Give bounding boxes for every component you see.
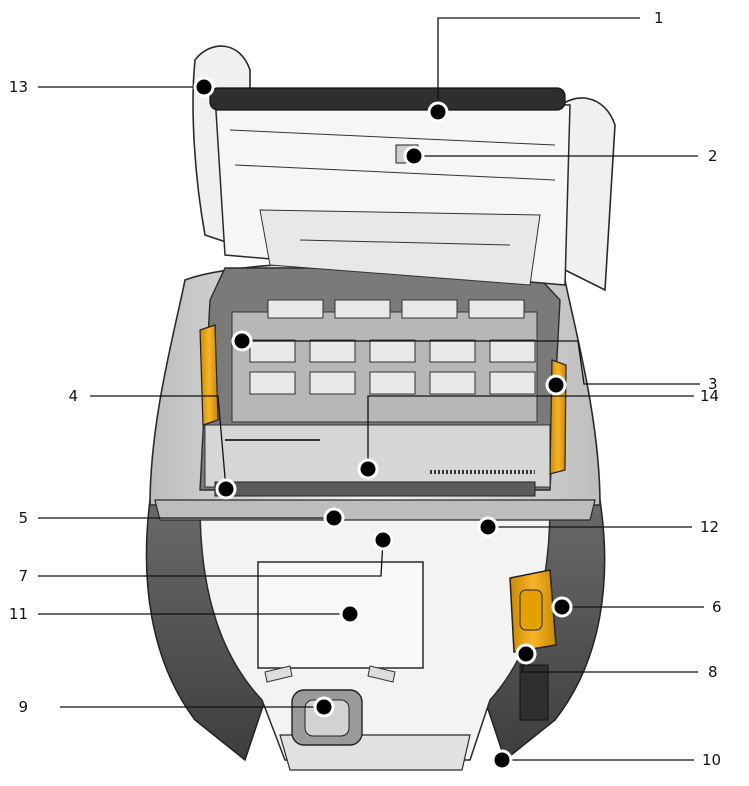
media-cover-ribs — [229, 129, 556, 286]
callout-label-12: 12 — [700, 518, 719, 536]
side-port — [519, 664, 549, 721]
callout-dot-1 — [427, 101, 449, 123]
callout-dot-9 — [313, 696, 335, 718]
callout-dot-12 — [477, 516, 499, 538]
media-bay-ribs — [249, 299, 536, 395]
callout-dot-5 — [323, 507, 345, 529]
callout-label-13: 13 — [9, 78, 28, 96]
callout-dot-14 — [357, 458, 379, 480]
lower-bay — [204, 424, 551, 488]
callout-label-3: 3 — [708, 375, 718, 393]
leader-1 — [437, 17, 640, 112]
callout-label-8: 8 — [708, 663, 718, 681]
printer-illustration — [145, 45, 616, 771]
left-media-holder — [199, 324, 219, 426]
callout-dot-8 — [515, 643, 537, 665]
callout-label-1: 1 — [654, 9, 664, 27]
platen-roller-slot — [214, 481, 536, 497]
callout-dot-3b — [545, 374, 567, 396]
callout-dot-7 — [372, 529, 394, 551]
callout-dot-6 — [551, 596, 573, 618]
callout-dot-13 — [193, 76, 215, 98]
callout-label-4: 4 — [68, 387, 78, 405]
keypad — [264, 665, 396, 746]
callout-dot-4 — [215, 478, 237, 500]
leader-4 — [90, 395, 227, 490]
leader-7 — [38, 539, 384, 577]
media-bay-floor — [231, 311, 538, 423]
front-band — [154, 499, 596, 521]
callout-dot-11 — [339, 603, 361, 625]
leader-3 — [242, 340, 700, 385]
callout-dot-2 — [403, 145, 425, 167]
leader-lines — [38, 17, 704, 761]
callout-label-9: 9 — [18, 698, 28, 716]
callout-dot-10 — [491, 749, 513, 771]
callout-label-2: 2 — [708, 147, 718, 165]
callout-label-6: 6 — [712, 598, 722, 616]
callout-dot-3a — [231, 330, 253, 352]
callout-dots — [193, 76, 573, 771]
callout-label-10: 10 — [702, 751, 721, 769]
callout-labels: 1 2 3 4 5 6 7 8 9 10 11 12 13 14 — [9, 9, 722, 769]
callout-label-11: 11 — [9, 605, 28, 623]
callout-label-14: 14 — [700, 387, 719, 405]
platen-roller — [209, 87, 566, 111]
callout-label-5: 5 — [18, 509, 28, 527]
callout-label-7: 7 — [18, 567, 28, 585]
leader-14 — [367, 395, 694, 469]
